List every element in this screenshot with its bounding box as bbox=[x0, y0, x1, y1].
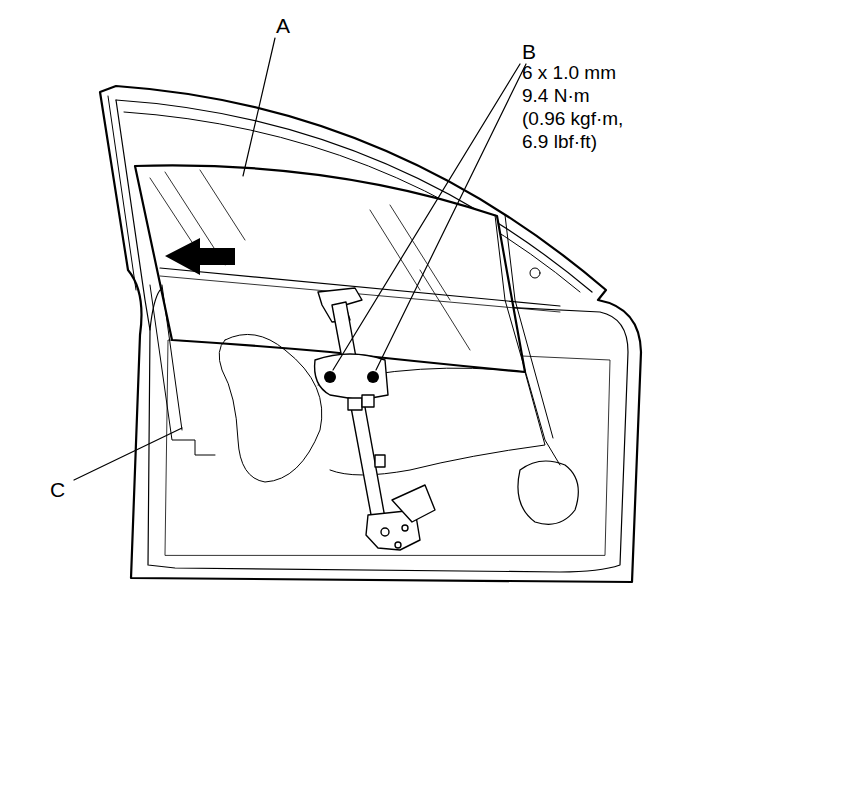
callout-letter: B bbox=[522, 40, 536, 63]
run-channel bbox=[495, 215, 560, 465]
run-channel bbox=[505, 215, 553, 438]
bolt bbox=[367, 371, 379, 383]
torque-value: 9.4 N·m bbox=[522, 86, 590, 107]
torque-value: 6.9 lbf·ft) bbox=[522, 132, 597, 153]
door-outline bbox=[100, 86, 641, 582]
door-glass bbox=[135, 165, 525, 372]
leader-line bbox=[376, 64, 526, 370]
access-hole bbox=[219, 334, 322, 482]
inner-panel bbox=[165, 340, 610, 555]
callout-letter: A bbox=[276, 14, 290, 37]
fastener-size: 6 x 1.0 mm bbox=[522, 63, 616, 84]
rear-channel bbox=[162, 285, 182, 430]
glass-shading bbox=[150, 170, 470, 350]
direction-arrow bbox=[165, 238, 235, 275]
belt-line bbox=[160, 276, 560, 312]
leader-line bbox=[333, 64, 520, 370]
mirror-hole bbox=[530, 268, 540, 278]
leader-line bbox=[243, 38, 275, 176]
leader-line bbox=[74, 428, 182, 480]
bolt bbox=[324, 371, 336, 383]
window-regulator bbox=[315, 288, 435, 550]
speaker-hole bbox=[518, 461, 578, 524]
torque-value: (0.96 kgf·m, bbox=[522, 109, 623, 130]
rear-channel bbox=[150, 285, 215, 455]
frame-line bbox=[108, 96, 136, 290]
callout-letter: C bbox=[50, 478, 65, 501]
